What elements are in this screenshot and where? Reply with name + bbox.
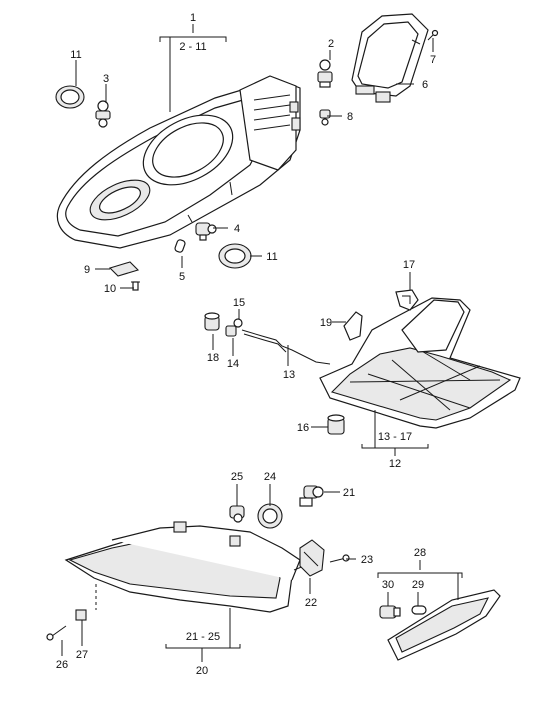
seal-15 xyxy=(233,318,243,328)
callout-29: 29 xyxy=(412,579,424,591)
callout-15: 15 xyxy=(233,297,245,309)
callout-14: 14 xyxy=(227,358,239,370)
callout-11-right: 11 xyxy=(266,251,277,263)
bulb-5 xyxy=(174,239,186,253)
nut-27 xyxy=(75,609,87,621)
callout-26: 26 xyxy=(56,659,68,671)
callout-19: 19 xyxy=(320,317,332,329)
bracket-19 xyxy=(343,311,363,341)
leader-lines xyxy=(61,24,463,662)
bulb-29 xyxy=(411,605,427,615)
callout-13: 13 xyxy=(283,369,295,381)
callout-12: 12 xyxy=(389,458,401,470)
callout-21-25: 21 - 25 xyxy=(186,631,220,643)
callout-16: 16 xyxy=(297,422,309,434)
bulb-4 xyxy=(195,222,217,241)
callout-11-left: 11 xyxy=(70,49,81,61)
bulb-2 xyxy=(317,59,333,88)
cap-24 xyxy=(257,503,283,529)
cable-13 xyxy=(241,329,331,365)
side-marker-28 xyxy=(387,589,501,661)
callout-5: 5 xyxy=(179,271,185,283)
headlight-assembly-lower xyxy=(64,521,305,613)
callout-22: 22 xyxy=(305,597,317,609)
callout-24: 24 xyxy=(264,471,276,483)
screw-26 xyxy=(46,625,67,641)
callout-25: 25 xyxy=(231,471,243,483)
callout-1: 1 xyxy=(190,12,196,24)
cap-11-left xyxy=(55,85,85,109)
callout-21: 21 xyxy=(343,487,355,499)
clip-17 xyxy=(395,289,419,311)
callout-27: 27 xyxy=(76,649,88,661)
headlight-assembly-upper xyxy=(56,75,301,249)
bulb-16 xyxy=(327,414,345,435)
callout-6: 6 xyxy=(422,79,428,91)
plug-14 xyxy=(225,325,237,337)
screw-10 xyxy=(131,281,140,291)
plug-18 xyxy=(204,312,220,331)
bulb-3 xyxy=(95,100,111,128)
ballast-6 xyxy=(351,13,429,103)
callout-23: 23 xyxy=(361,554,373,566)
callout-2-11: 2 - 11 xyxy=(179,41,206,53)
bulbholder-30 xyxy=(379,605,401,619)
connector-25 xyxy=(229,505,245,523)
callout-2: 2 xyxy=(328,38,334,50)
screw-7 xyxy=(427,29,439,41)
callout-3: 3 xyxy=(103,73,109,85)
cap-11-right xyxy=(218,243,252,269)
callout-7: 7 xyxy=(430,54,436,66)
callout-4: 4 xyxy=(234,223,240,235)
callout-17: 17 xyxy=(403,259,415,271)
callout-28: 28 xyxy=(414,547,426,559)
callout-9: 9 xyxy=(84,264,90,276)
callout-10: 10 xyxy=(104,283,116,295)
callout-20: 20 xyxy=(196,665,208,677)
bulb-21 xyxy=(299,485,324,507)
bracket-22 xyxy=(299,539,325,577)
callout-30: 30 xyxy=(382,579,394,591)
callout-18: 18 xyxy=(207,352,219,364)
carrier-12 xyxy=(319,297,521,429)
connector-8 xyxy=(319,109,331,126)
callout-8: 8 xyxy=(347,111,353,123)
callout-13-17: 13 - 17 xyxy=(378,431,412,443)
plate-9 xyxy=(108,261,140,277)
